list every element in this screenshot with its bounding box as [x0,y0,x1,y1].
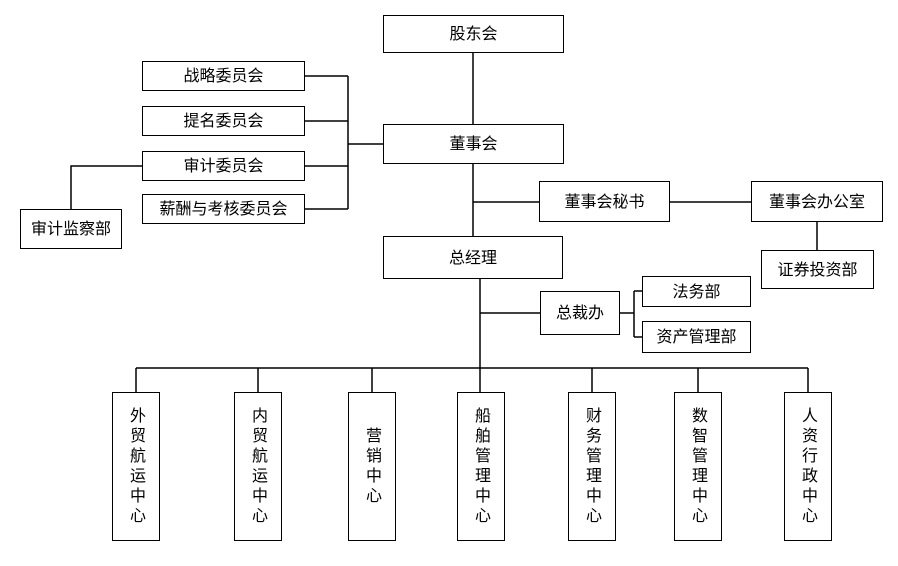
node-marketing-center: 营销中心 [348,392,396,541]
node-audit-supervision-dept-label: 审计监察部 [30,219,111,238]
node-securities-investment-dept-label: 证券投资部 [777,259,858,279]
node-securities-investment-dept: 证券投资部 [761,250,874,289]
node-general-manager-label: 总经理 [448,247,497,267]
node-marketing-center-label: 营销中心 [363,426,382,507]
node-nomination-committee-label: 提名委员会 [183,111,264,130]
node-audit-committee-label: 审计委员会 [183,156,264,175]
node-hr-admin-center: 人资行政中心 [784,392,832,541]
node-digital-management-center-label: 数智管理中心 [689,406,708,527]
node-asset-management-dept-label: 资产管理部 [656,327,737,346]
node-shareholders: 股东会 [383,15,564,53]
node-finance-management-center-label: 财务管理中心 [583,406,602,527]
node-hr-admin-center-label: 人资行政中心 [799,406,818,527]
edge-auditcmt-auditsup [70,165,142,209]
node-domestic-trade-shipping-center-label: 内贸航运中心 [249,406,268,527]
node-shareholders-label: 股东会 [449,24,498,43]
node-president-office-label: 总裁办 [555,303,604,322]
node-foreign-trade-shipping-center-label: 外贸航运中心 [127,406,146,527]
node-president-office: 总裁办 [540,291,620,335]
node-board-secretary-label: 董事会秘书 [564,191,645,211]
node-nomination-committee: 提名委员会 [142,106,305,136]
node-domestic-trade-shipping-center: 内贸航运中心 [234,392,282,541]
node-strategy-committee: 战略委员会 [142,61,305,91]
node-strategy-committee-label: 战略委员会 [183,66,264,85]
node-legal-dept: 法务部 [642,276,751,307]
node-ship-management-center-label: 船舶管理中心 [472,406,491,527]
node-board-office: 董事会办公室 [751,181,883,222]
node-audit-committee: 审计委员会 [142,151,305,181]
node-board: 董事会 [383,124,564,164]
node-general-manager: 总经理 [383,236,563,279]
node-foreign-trade-shipping-center: 外贸航运中心 [112,392,160,541]
node-digital-management-center: 数智管理中心 [674,392,722,541]
node-board-secretary: 董事会秘书 [539,181,670,222]
node-asset-management-dept: 资产管理部 [642,321,751,353]
node-board-office-label: 董事会办公室 [768,191,865,211]
node-audit-supervision-dept: 审计监察部 [20,209,122,249]
node-legal-dept-label: 法务部 [672,281,721,301]
node-compensation-committee: 薪酬与考核委员会 [142,194,305,224]
node-finance-management-center: 财务管理中心 [568,392,616,541]
node-compensation-committee-label: 薪酬与考核委员会 [159,199,288,218]
node-board-label: 董事会 [449,134,498,153]
node-ship-management-center: 船舶管理中心 [457,392,505,541]
